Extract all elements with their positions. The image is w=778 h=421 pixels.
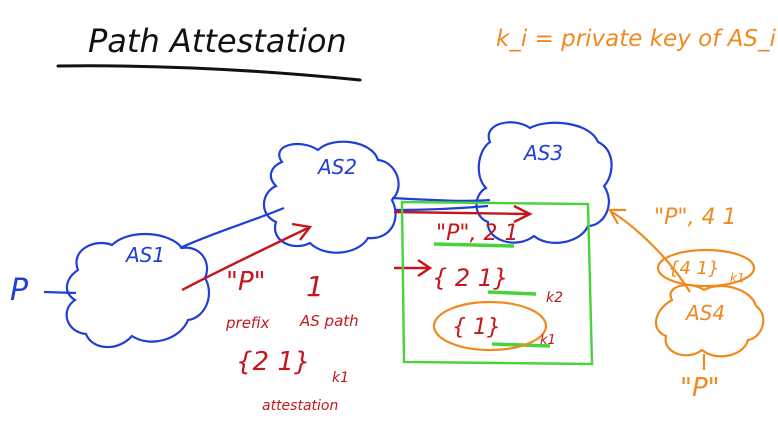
attestation-k1-nested-key: k1 (540, 333, 556, 348)
as3-label: AS3 (522, 141, 563, 165)
announcement1-prefix: "P" (226, 267, 266, 297)
announcement3-prefix-path: "P", 4 1 (654, 205, 736, 230)
link-as2-as3-lower (394, 204, 489, 212)
prefix-origin: P (10, 273, 29, 308)
link-as1-as2 (179, 206, 285, 250)
arrow-as4-to-as3-head (608, 208, 626, 225)
as4-attestation-ellipse (656, 248, 756, 288)
attestation-caption: attestation (262, 398, 338, 414)
as1-label: AS1 (124, 243, 165, 267)
key-note: k_i = private key of AS_i (496, 26, 776, 52)
arrow-into-box-head (417, 259, 433, 277)
as4-cloud (655, 283, 765, 358)
as4-origin: "P" (680, 373, 720, 403)
as4-attestation-key: k1 (730, 271, 745, 285)
announcement-box (400, 200, 594, 366)
attestation-k2: { 2 1} (432, 264, 508, 292)
prefix-caption: prefix (225, 314, 270, 332)
attestation-k1-key: k1 (332, 370, 349, 386)
announcement1-path: 1 (306, 270, 324, 303)
green-highlight-1 (433, 242, 515, 248)
arrow-as1-to-as2-head (291, 222, 313, 241)
nested-attestation-ellipse (432, 300, 548, 352)
arrow-as2-to-as3-head (513, 204, 533, 224)
path-caption: AS path (299, 312, 359, 330)
as4-attestation: {4 1} (668, 258, 720, 279)
as1-cloud (65, 233, 211, 349)
as2-cloud (262, 140, 400, 254)
attestation-k1-nested: { 1} (452, 315, 501, 340)
arrow-as4-to-as3 (611, 211, 691, 293)
origin-arrow (43, 290, 77, 295)
title: Path Attestation (88, 22, 347, 60)
as4-label: AS4 (684, 301, 725, 325)
attestation-k1: {2 1} (236, 347, 310, 377)
link-as2-as3-upper (391, 196, 491, 202)
arrow-as2-to-as3 (393, 210, 529, 216)
arrow-as1-to-as2 (181, 226, 309, 292)
attestation-k2-key: k2 (546, 290, 563, 306)
as2-label: AS2 (316, 155, 357, 179)
green-highlight-2 (487, 290, 537, 296)
announcement2-prefix-path: "P", 2 1 (436, 221, 518, 246)
title-underline (56, 64, 362, 82)
